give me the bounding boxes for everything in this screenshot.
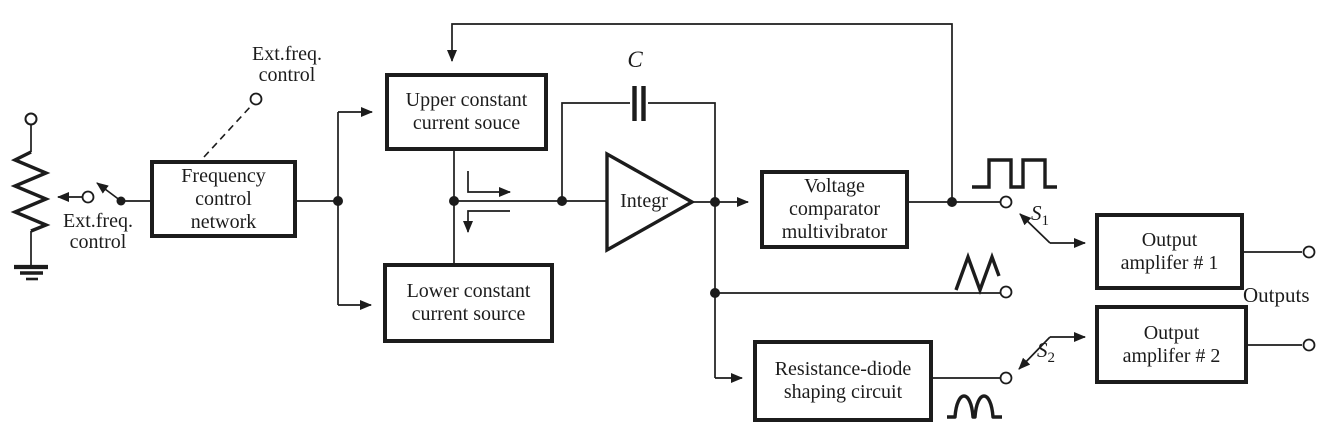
comparator-output-wires [908, 197, 1000, 207]
label-line: control [258, 64, 316, 86]
box-text-line: Voltage [804, 175, 865, 197]
outputs-label: Outputs [1243, 283, 1310, 307]
summing-node-wires [449, 150, 608, 263]
voltage-comparator-multivibrator-box: Voltage comparator multivibrator [760, 170, 909, 249]
capacitor-label: C [627, 47, 643, 72]
box-text-line: multivibrator [781, 221, 888, 243]
ext-freq-dashed-lead [203, 92, 263, 158]
switch-s2-letter: S [1037, 338, 1048, 362]
ground-icon [14, 264, 48, 281]
ext-freq-control-label-top: Ext.freq. control [238, 44, 336, 86]
box-text-line: current source [411, 303, 526, 325]
integrator-output-wires [692, 197, 749, 378]
integrator-triangle-icon [605, 151, 696, 253]
box-text-line: Output [1143, 321, 1200, 344]
label-line: control [69, 231, 127, 253]
box-text-line: Lower constant [406, 280, 531, 302]
output-amplifier-2-box: Output amplifer # 2 [1095, 305, 1248, 384]
s1-switch-icon [999, 195, 1086, 248]
frequency-output-branch-wires [297, 107, 373, 310]
triangle-wave-icon [954, 252, 1001, 295]
switch-s2-subscript: 2 [1047, 350, 1056, 367]
box-text-line: current souce [412, 112, 521, 134]
label-line: Ext.freq. [63, 210, 133, 232]
box-text-line: Frequency [181, 164, 266, 187]
box-text-line: control [195, 187, 252, 210]
lower-constant-current-source-box: Lower constant current source [383, 263, 554, 343]
switch-s2-label: S2 [1037, 338, 1055, 366]
integrator-label: Integr [620, 190, 668, 212]
comparator-feedback-wire [447, 23, 953, 202]
amplifier-output-wires [1243, 245, 1316, 352]
switch-s1-letter: S [1031, 201, 1042, 225]
box-text-line: amplifer # 1 [1120, 251, 1219, 274]
frequency-control-network-box: Frequency control network [150, 160, 297, 238]
triangle-output-wires [715, 285, 1013, 299]
square-wave-icon [972, 158, 1057, 189]
box-text-line: Upper constant [405, 89, 528, 111]
switch-s1-label: S1 [1031, 201, 1049, 229]
capacitor-icon [561, 86, 716, 201]
box-text-line: network [190, 210, 257, 233]
output-amplifier-1-box: Output amplifer # 1 [1095, 213, 1244, 290]
ext-freq-control-label-left: Ext.freq. control [48, 211, 148, 253]
sine-wave-icon [947, 394, 1002, 419]
box-text-line: amplifer # 2 [1122, 344, 1221, 367]
box-text-line: comparator [788, 198, 881, 220]
switch-s1-subscript: 1 [1041, 213, 1050, 230]
box-text-line: shaping circuit [783, 381, 903, 403]
s2-switch-icon [999, 332, 1086, 385]
label-line: Ext.freq. [252, 43, 322, 65]
input-switch-icon [81, 182, 150, 206]
box-text-line: Resistance-diode [774, 358, 912, 380]
current-direction-right-arrow [467, 171, 511, 197]
box-text-line: Output [1141, 228, 1198, 251]
upper-constant-current-source-box: Upper constant current souce [385, 73, 548, 151]
resistance-diode-shaping-circuit-box: Resistance-diode shaping circuit [753, 340, 933, 422]
current-direction-down-arrow [463, 210, 510, 233]
potentiometer-icon [10, 112, 86, 266]
